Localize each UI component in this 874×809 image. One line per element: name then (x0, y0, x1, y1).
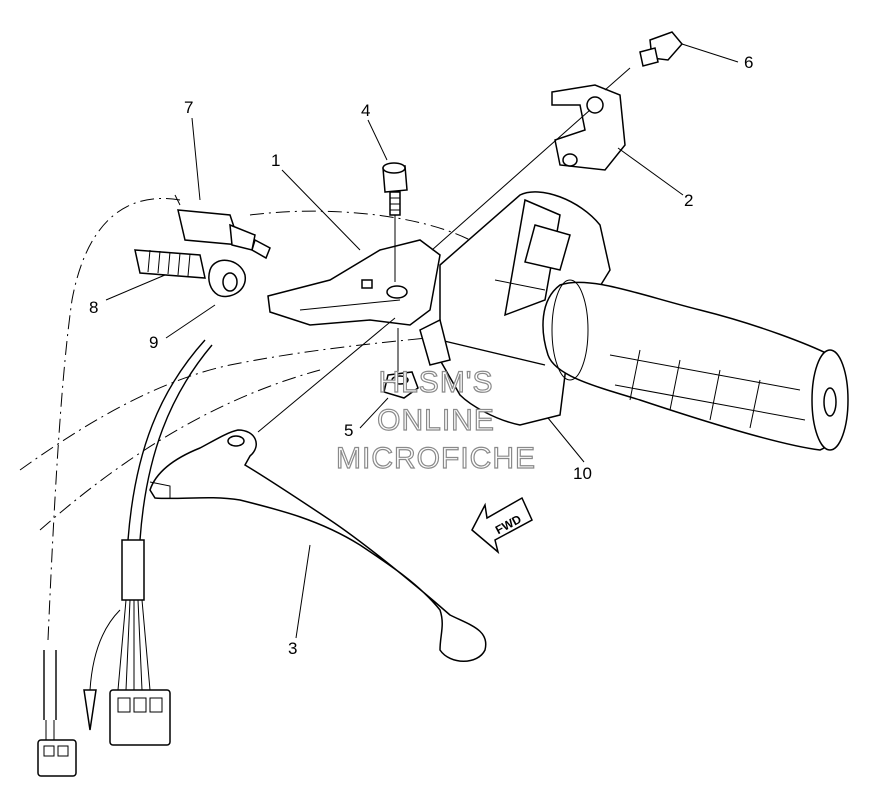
screw (604, 31, 683, 91)
watermark: HLSM'S ONLINE MICROFICHE (335, 365, 536, 475)
clutch-switch-lead (37, 650, 77, 777)
callout-6: 6 (744, 53, 753, 72)
clutch-switch (174, 194, 271, 260)
callout-2: 2 (684, 191, 693, 210)
leader-lines (105, 43, 739, 639)
callout-labels: 1 2 3 4 5 6 7 8 9 10 (89, 53, 753, 658)
callout-9: 9 (149, 333, 158, 352)
locknut (208, 259, 246, 298)
cable-adjuster (134, 249, 206, 279)
clutch-lever (149, 429, 487, 662)
nut (383, 328, 419, 399)
switch-wire-harness (83, 339, 213, 746)
clamp (431, 84, 626, 251)
watermark-line-1: HLSM'S (378, 366, 493, 399)
lever-holder (267, 239, 441, 326)
routing-lines (19, 198, 471, 641)
callout-5: 5 (344, 421, 353, 440)
grip (542, 279, 849, 451)
callout-10: 10 (573, 464, 592, 483)
callout-7: 7 (184, 98, 193, 117)
watermark-line-2: ONLINE (377, 404, 495, 437)
callout-4: 4 (361, 101, 370, 120)
callout-1: 1 (271, 151, 280, 170)
callout-8: 8 (89, 298, 98, 317)
watermark-line-3: MICROFICHE (336, 442, 536, 475)
pivot-bolt (382, 162, 408, 282)
fwd-arrow: FWD (471, 496, 533, 555)
callout-3: 3 (288, 639, 297, 658)
